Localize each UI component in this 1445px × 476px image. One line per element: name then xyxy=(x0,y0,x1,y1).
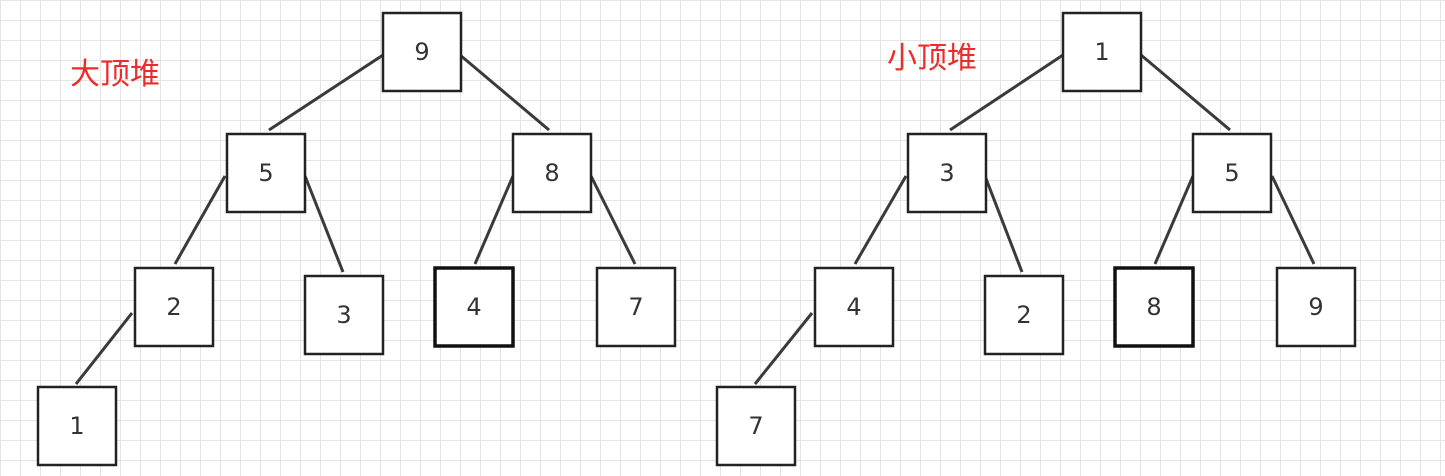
min-heap-node: 3 xyxy=(906,132,988,214)
min-heap-node: 1 xyxy=(1061,11,1143,93)
max-heap-node-label: 5 xyxy=(258,159,273,187)
min-heap-edge-1-5 xyxy=(1140,53,1231,132)
min-heap-edge-5-9 xyxy=(1270,175,1316,265)
min-heap-node: 7 xyxy=(715,385,797,467)
max-heap-edge-2-1 xyxy=(74,312,134,385)
max-heap-node: 9 xyxy=(381,11,463,93)
max-heap-node-label: 2 xyxy=(166,293,181,321)
max-heap-edge-5-3 xyxy=(303,175,345,273)
min-heap-node-label: 8 xyxy=(1146,293,1161,321)
max-heap-node: 1 xyxy=(36,385,118,467)
min-heap-node-box xyxy=(906,132,988,214)
min-heap-edge-5-8 xyxy=(1153,175,1195,265)
min-heap-edge-3-2 xyxy=(983,175,1024,273)
max-heap-edge-5-2 xyxy=(173,175,227,265)
max-heap-title: 大顶堆 xyxy=(70,57,160,92)
max-heap-node-label: 1 xyxy=(69,412,84,440)
min-heap-node-label: 2 xyxy=(1016,301,1031,329)
max-heap-node-box xyxy=(511,132,593,214)
min-heap-edge-3-4 xyxy=(853,175,908,265)
max-heap-node-box xyxy=(303,274,385,356)
min-heap-node: 5 xyxy=(1191,132,1273,214)
max-heap-node: 2 xyxy=(133,266,215,348)
min-heap-node: 9 xyxy=(1275,266,1357,348)
max-heap-node-label: 3 xyxy=(336,301,351,329)
max-heap-node: 5 xyxy=(225,132,307,214)
max-heap-node: 7 xyxy=(595,266,677,348)
max-heap-node-box xyxy=(433,266,515,348)
max-heap-edge-9-8 xyxy=(459,53,550,132)
min-heap-node-box xyxy=(1113,266,1195,348)
min-heap-node-box xyxy=(1191,132,1273,214)
min-heap-node-box xyxy=(813,266,895,348)
min-heap-node-box xyxy=(983,274,1065,356)
max-heap-node-box xyxy=(595,266,677,348)
min-heap-node-box xyxy=(715,385,797,467)
min-heap-edge-1-3 xyxy=(949,53,1064,132)
max-heap-node-box xyxy=(381,11,463,93)
min-heap-node-label: 4 xyxy=(846,293,861,321)
min-heap-node: 2 xyxy=(983,274,1065,356)
max-heap-node-label: 7 xyxy=(628,293,643,321)
min-heap-node-label: 9 xyxy=(1308,293,1323,321)
max-heap-node: 4 xyxy=(433,266,515,348)
min-heap-edge-4-7 xyxy=(753,312,814,385)
min-heap-node-label: 1 xyxy=(1094,38,1109,66)
max-heap-node-box xyxy=(225,132,307,214)
max-heap-node-label: 8 xyxy=(544,159,559,187)
min-heap-node: 4 xyxy=(813,266,895,348)
max-heap-node-label: 4 xyxy=(466,293,481,321)
max-heap-node: 8 xyxy=(511,132,593,214)
min-heap-node-box xyxy=(1061,11,1143,93)
min-heap-node-label: 7 xyxy=(748,412,763,440)
max-heap-node: 3 xyxy=(303,274,385,356)
max-heap-edge-9-5 xyxy=(268,53,384,132)
min-heap-node-box xyxy=(1275,266,1357,348)
min-heap-title: 小顶堆 xyxy=(887,41,977,76)
max-heap-edge-8-7 xyxy=(589,175,637,265)
max-heap-node-label: 9 xyxy=(414,38,429,66)
min-heap-node-label: 3 xyxy=(939,159,954,187)
max-heap-edge-8-4 xyxy=(473,175,515,265)
max-heap-node-box xyxy=(36,385,118,467)
max-heap-node-box xyxy=(133,266,215,348)
min-heap-node-label: 5 xyxy=(1224,159,1239,187)
min-heap-node: 8 xyxy=(1113,266,1195,348)
